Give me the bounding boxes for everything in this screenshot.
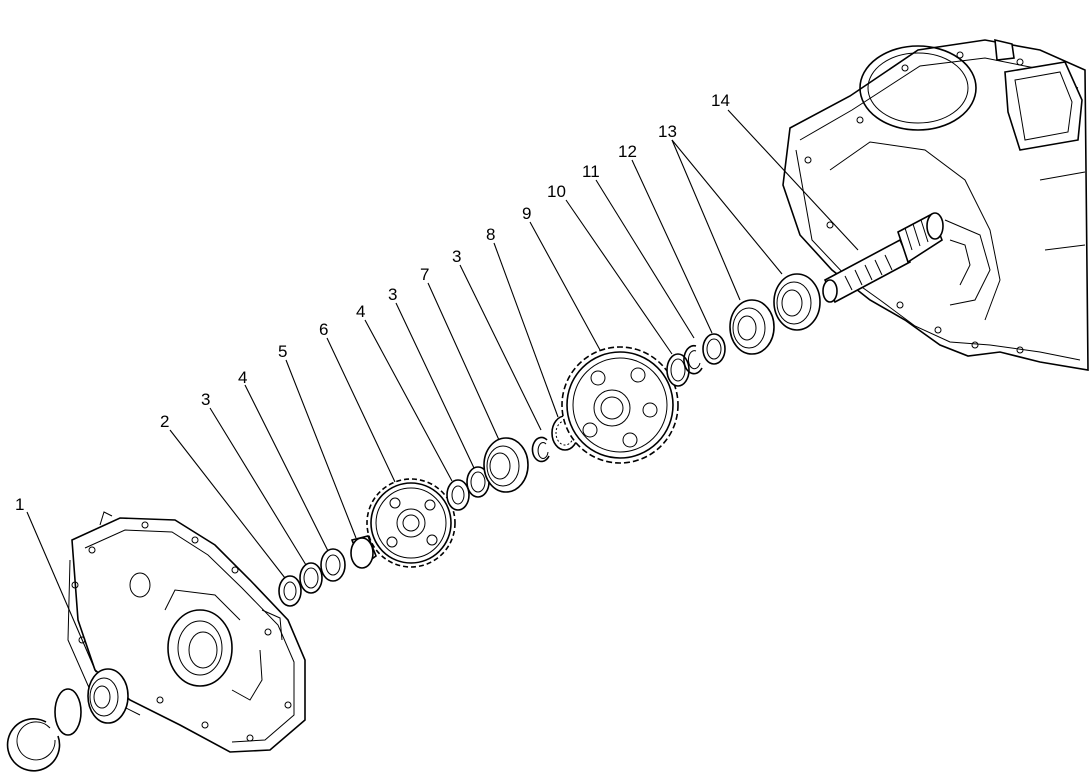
callout-9: 9	[522, 204, 531, 223]
flat-washer	[54, 688, 82, 736]
callout-8: 8	[486, 225, 495, 244]
leader-3b	[395, 302, 475, 469]
leader-12	[631, 159, 713, 334]
leader-lines	[26, 109, 859, 673]
leader-3a	[209, 407, 307, 566]
gear-item-9	[561, 346, 679, 464]
leader-13a	[671, 139, 741, 301]
leader-8	[493, 242, 559, 418]
callout-11: 11	[582, 162, 600, 181]
pinion-shaft-item-14	[822, 212, 944, 304]
leader-5	[285, 359, 357, 539]
callout-6: 6	[319, 320, 328, 339]
callout-10: 10	[547, 182, 566, 201]
callout-5: 5	[278, 342, 287, 361]
leader-2	[169, 429, 286, 579]
leader-1	[26, 511, 97, 673]
leader-14	[727, 109, 859, 251]
callout-labels: 1 2 3 4 5 6 4 3 7 3 8 9 10 11 12 13 14	[15, 91, 730, 514]
leader-3c	[459, 264, 542, 431]
snap-ring-item-3c	[531, 436, 550, 463]
washer-item-12	[702, 333, 726, 365]
callout-12: 12	[618, 142, 637, 161]
leader-4a	[244, 384, 329, 552]
bushing-item-5	[350, 535, 377, 569]
leader-9	[529, 221, 601, 351]
leader-4b	[364, 319, 453, 482]
callout-7: 7	[420, 265, 429, 284]
snap-ring-item-3b	[466, 466, 490, 498]
bearing-item-13b	[773, 273, 821, 331]
transmission-housing	[782, 38, 1089, 371]
leader-7	[427, 282, 500, 441]
callout-14: 14	[711, 91, 730, 110]
bearing-item-1	[87, 668, 129, 724]
ring-item-2	[278, 575, 302, 607]
washer-item-4a	[320, 548, 346, 582]
bearing-item-7	[483, 437, 529, 493]
callout-4a: 4	[238, 368, 247, 387]
snap-ring-outer	[6, 718, 61, 772]
leader-11	[595, 179, 695, 339]
snap-ring-item-3a	[299, 562, 323, 594]
callout-3a: 3	[201, 390, 210, 409]
leader-13b	[671, 139, 783, 275]
leader-6	[326, 337, 396, 483]
bearing-item-13a	[729, 299, 775, 355]
callout-3b: 3	[388, 285, 397, 304]
callout-3c: 3	[452, 247, 461, 266]
leader-10	[565, 199, 673, 355]
callout-1: 1	[15, 495, 24, 514]
washer-item-4b	[446, 479, 470, 511]
ring-item-11	[683, 344, 703, 375]
gear-item-6	[366, 478, 456, 568]
snap-ring-item-10	[666, 353, 690, 387]
callout-4b: 4	[356, 302, 365, 321]
callout-13: 13	[658, 122, 677, 141]
callout-2: 2	[160, 412, 169, 431]
